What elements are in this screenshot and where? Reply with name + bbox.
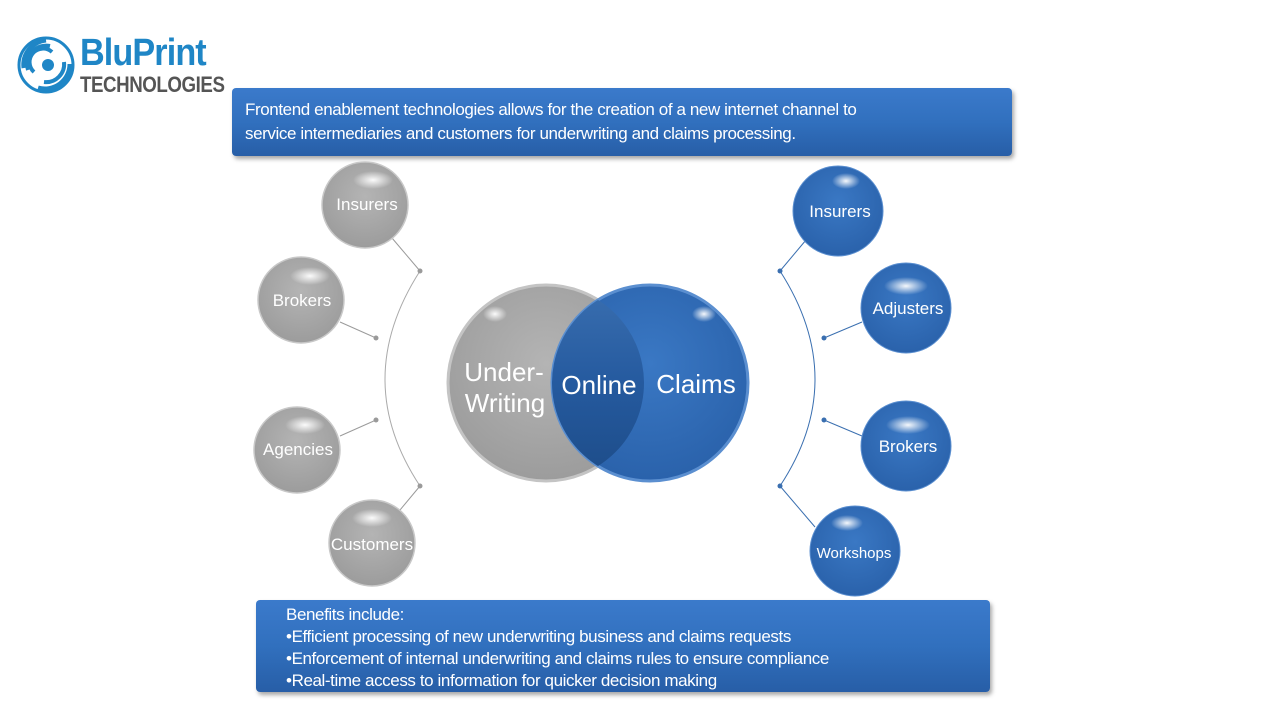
benefit-item: Efficient processing of new underwriting…: [286, 626, 829, 648]
right-node-label: Adjusters: [873, 299, 944, 318]
left-node-agencies: Agencies: [253, 406, 341, 494]
intro-banner: Frontend enablement technologies allows …: [232, 88, 1012, 156]
venn-diagram: Under- Writing Online Claims: [446, 283, 750, 483]
left-node-brokers: Brokers: [257, 256, 345, 344]
left-arc: [384, 270, 421, 487]
benefits-heading: Benefits include:: [286, 605, 404, 624]
underwriting-label-line2: Writing: [465, 388, 545, 418]
benefits-banner: Benefits include: Efficient processing o…: [256, 600, 990, 692]
left-node-insurers: Insurers: [321, 161, 409, 249]
right-node-label: Workshops: [817, 545, 892, 562]
left-connectors: [339, 237, 421, 511]
right-node-label: Insurers: [809, 202, 870, 221]
left-node-label: Brokers: [273, 291, 332, 310]
benefit-item: Real-time access to information for quic…: [286, 670, 829, 692]
right-node-workshops: Workshops: [809, 505, 901, 597]
logo-subtitle: TECHNOLOGIES: [80, 72, 225, 97]
intro-line-1: Frontend enablement technologies allows …: [245, 100, 857, 119]
benefit-item: Enforcement of internal underwriting and…: [286, 648, 830, 670]
right-node-insurers: Insurers: [792, 165, 884, 257]
right-connector-dots: [777, 268, 827, 489]
right-connectors: [779, 239, 863, 528]
left-connector-dots: [373, 268, 423, 489]
company-logo: BluPrint TECHNOLOGIES: [16, 32, 226, 100]
right-node-label: Brokers: [879, 437, 938, 456]
right-arc: [779, 270, 816, 487]
intro-line-2: service intermediaries and customers for…: [245, 124, 796, 143]
right-node-brokers: Brokers: [860, 400, 952, 492]
left-node-label: Insurers: [336, 195, 397, 214]
underwriting-label-line1: Under-: [464, 357, 543, 387]
left-node-label: Agencies: [263, 440, 333, 459]
swirl-logo-icon: [17, 36, 75, 94]
logo-brand-name: BluPrint: [80, 32, 207, 74]
right-node-adjusters: Adjusters: [860, 262, 952, 354]
left-node-label: Customers: [331, 535, 413, 554]
online-overlap: [552, 285, 644, 481]
left-node-customers: Customers: [328, 499, 416, 587]
claims-label: Claims: [656, 369, 735, 399]
online-label: Online: [561, 370, 636, 400]
